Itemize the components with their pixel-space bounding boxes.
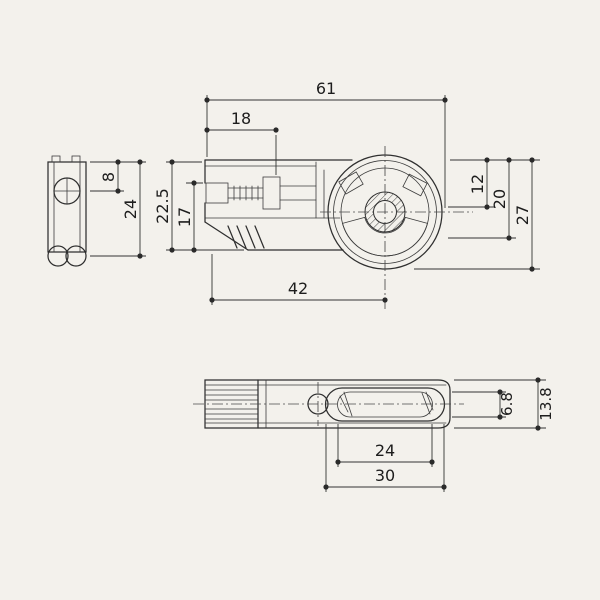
dimension-right-height-12: 12 bbox=[448, 157, 540, 210]
front-view-adjust-screw bbox=[205, 176, 317, 210]
plan-view-roller-opening bbox=[324, 387, 446, 422]
plan-view-body bbox=[204, 379, 451, 429]
roller-clip-right bbox=[402, 173, 428, 197]
screw-head bbox=[205, 182, 229, 204]
dim-label-13-8: 13.8 bbox=[537, 387, 555, 420]
roller-hatched-sector bbox=[342, 216, 428, 257]
dimension-base-width-42: 42 bbox=[209, 254, 388, 305]
front-view-bracket bbox=[204, 159, 353, 251]
dimension-left-height-17: 17 bbox=[175, 180, 203, 253]
dim-label-42: 42 bbox=[288, 279, 308, 298]
dim-label-17: 17 bbox=[175, 207, 194, 227]
dim-label-27: 27 bbox=[513, 205, 532, 225]
side-view-wheel-left bbox=[47, 245, 69, 267]
dim-label-20: 20 bbox=[490, 189, 509, 209]
dim-label-6-8: 6.8 bbox=[498, 392, 516, 416]
dim-label-24-plan: 24 bbox=[375, 441, 395, 460]
front-view-spring bbox=[227, 225, 265, 249]
side-view bbox=[47, 155, 87, 267]
dimension-side-height-24: 24 bbox=[90, 159, 146, 259]
dimension-opening-length-30: 30 bbox=[323, 424, 447, 492]
dimension-left-height-22-5: 22.5 bbox=[153, 159, 244, 253]
side-view-wheel-right bbox=[65, 245, 87, 267]
front-view bbox=[204, 146, 473, 310]
dimension-right-height-27: 27 bbox=[414, 157, 540, 272]
roller-clip-left bbox=[338, 171, 364, 195]
front-view-roller bbox=[320, 146, 473, 310]
dimension-screw-position-18: 18 bbox=[204, 109, 279, 175]
dimension-axle-offset-8: 8 bbox=[90, 159, 146, 194]
plan-view-roller bbox=[337, 391, 434, 418]
dim-label-30: 30 bbox=[375, 466, 395, 485]
screw-nut-block bbox=[262, 176, 281, 210]
dim-label-18: 18 bbox=[231, 109, 251, 128]
dimension-roller-width-6-8: 6.8 bbox=[452, 389, 516, 420]
dim-label-8: 8 bbox=[99, 172, 118, 182]
dim-label-24-side: 24 bbox=[121, 199, 140, 219]
side-view-tab-left bbox=[51, 155, 61, 163]
dimension-roller-length-24: 24 bbox=[335, 424, 435, 467]
dimension-right-height-20: 20 bbox=[448, 157, 516, 241]
plan-view bbox=[193, 379, 464, 429]
dim-label-61: 61 bbox=[316, 79, 336, 98]
dim-label-12: 12 bbox=[468, 174, 487, 194]
dimension-overall-width-61: 61 bbox=[204, 79, 448, 208]
dim-label-22-5: 22.5 bbox=[153, 188, 172, 224]
dimension-plan-width-13-8: 13.8 bbox=[454, 377, 555, 431]
side-view-tab-right bbox=[71, 155, 81, 163]
